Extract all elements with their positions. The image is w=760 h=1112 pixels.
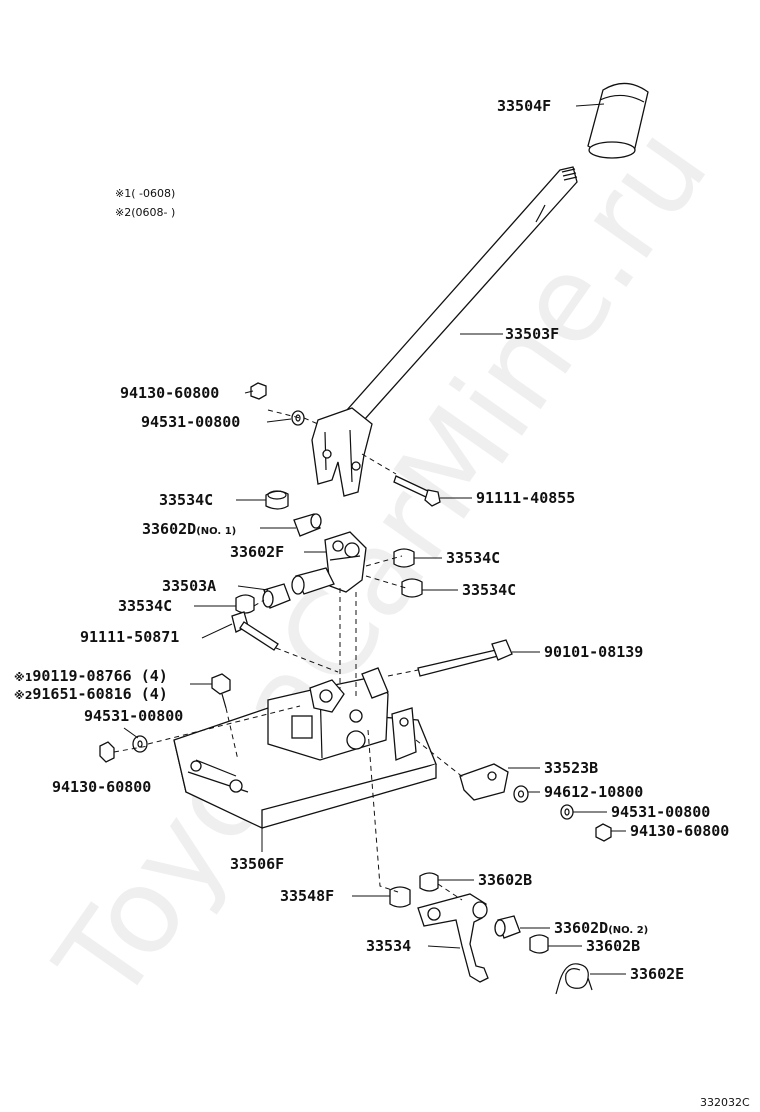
pin-33548f-drawing bbox=[389, 886, 411, 908]
label-33534[interactable]: 33534 bbox=[366, 937, 411, 955]
washer-94531-right-drawing bbox=[560, 804, 574, 820]
note-2-mark: ※2 bbox=[115, 206, 131, 219]
label-94130-60800-top[interactable]: 94130-60800 bbox=[120, 384, 219, 402]
bushing-33602d-no2-drawing bbox=[494, 915, 521, 939]
note-2-text: (0608- ) bbox=[131, 206, 175, 219]
watermark-text: ToyotaCarMine.ru bbox=[29, 102, 734, 1026]
nut-94130-left-drawing bbox=[99, 741, 115, 763]
label-91651-60816[interactable]: ※291651-60816 (4) bbox=[14, 685, 168, 703]
bolt-90101-08139-drawing bbox=[417, 639, 513, 677]
figure-code: 332032C bbox=[700, 1096, 750, 1109]
label-94531-00800-left[interactable]: 94531-00800 bbox=[84, 707, 183, 725]
label-33534c-3[interactable]: 33534C bbox=[462, 581, 516, 599]
bolt-91111-40855-drawing bbox=[393, 475, 441, 507]
label-33503f[interactable]: 33503F bbox=[505, 325, 559, 343]
variant-notes: ※1( -0608) ※2(0608- ) bbox=[115, 187, 175, 219]
label-33548f[interactable]: 33548F bbox=[280, 887, 334, 905]
label-33602f[interactable]: 33602F bbox=[230, 543, 284, 561]
note-1-mark: ※1 bbox=[115, 187, 131, 200]
pin-33503a-drawing bbox=[291, 567, 335, 595]
label-33504f[interactable]: 33504F bbox=[497, 97, 551, 115]
label-33602d-no1[interactable]: 33602D(NO. 1) bbox=[142, 520, 236, 538]
shift-lever-drawing bbox=[311, 166, 578, 497]
bushing-33602d-no1-drawing bbox=[293, 513, 322, 537]
label-90119-code: 90119-08766 (4) bbox=[32, 667, 167, 685]
nut-94130-top-drawing bbox=[250, 382, 267, 400]
svg-text:※2(0608- ): ※2(0608- ) bbox=[115, 206, 175, 219]
label-94531-00800-right[interactable]: 94531-00800 bbox=[611, 803, 710, 821]
label-33602b-2[interactable]: 33602B bbox=[586, 937, 640, 955]
label-91111-40855[interactable]: 91111-40855 bbox=[476, 489, 575, 507]
svg-text:※1( -0608): ※1( -0608) bbox=[115, 187, 175, 200]
washer-94612-drawing bbox=[513, 785, 529, 803]
bushing-33534c-3-drawing bbox=[401, 578, 423, 598]
label-91651-code: 91651-60816 (4) bbox=[32, 685, 167, 703]
label-33602b-1[interactable]: 33602B bbox=[478, 871, 532, 889]
label-94130-60800-left[interactable]: 94130-60800 bbox=[52, 778, 151, 796]
label-33602e[interactable]: 33602E bbox=[630, 965, 684, 983]
spring-33602e-drawing bbox=[555, 963, 593, 995]
label-90119-08766[interactable]: ※190119-08766 (4) bbox=[14, 667, 168, 685]
label-33602d-no1-sub: (NO. 1) bbox=[196, 526, 236, 537]
label-91111-50871[interactable]: 91111-50871 bbox=[80, 628, 179, 646]
assembly-lines bbox=[113, 409, 465, 901]
label-33602d-no2[interactable]: 33602D(NO. 2) bbox=[554, 919, 648, 937]
selector-lever-33534-drawing bbox=[417, 893, 489, 983]
bushing-33534c-4-drawing bbox=[235, 594, 255, 614]
note-1-text: ( -0608) bbox=[131, 187, 175, 200]
shift-knob-drawing bbox=[587, 82, 649, 159]
label-33534c-2[interactable]: 33534C bbox=[446, 549, 500, 567]
bushing-33534c-2-drawing bbox=[393, 548, 415, 568]
label-33523b[interactable]: 33523B bbox=[544, 759, 598, 777]
label-33534c-4[interactable]: 33534C bbox=[118, 597, 172, 615]
label-33506f[interactable]: 33506F bbox=[230, 855, 284, 873]
label-94130-60800-right[interactable]: 94130-60800 bbox=[630, 822, 729, 840]
bushing-33602b-2-drawing bbox=[529, 934, 549, 954]
label-33602d-no2-code: 33602D bbox=[554, 919, 608, 937]
label-33534c-1[interactable]: 33534C bbox=[159, 491, 213, 509]
label-33503a[interactable]: 33503A bbox=[162, 577, 216, 595]
washer-94531-left-drawing bbox=[132, 735, 148, 753]
label-90101-08139[interactable]: 90101-08139 bbox=[544, 643, 643, 661]
label-90119-mark: ※1 bbox=[14, 671, 32, 684]
bolt-90119-91651-drawing bbox=[211, 673, 231, 709]
bushing-33534c-1-drawing bbox=[265, 490, 289, 510]
bracket-33602f-drawing bbox=[324, 531, 367, 593]
part-labels: 33504F 33503F 94130-60800 94531-00800 91… bbox=[14, 97, 729, 983]
bolt-91111-50871-drawing bbox=[231, 611, 279, 651]
label-33602d-no1-code: 33602D bbox=[142, 520, 196, 538]
housing-33506f-drawing bbox=[173, 667, 437, 830]
label-94612-10800[interactable]: 94612-10800 bbox=[544, 783, 643, 801]
leader-lines bbox=[123, 103, 626, 975]
bushing-33602b-1-drawing bbox=[419, 872, 439, 892]
label-33602d-no2-sub: (NO. 2) bbox=[608, 925, 648, 936]
label-94531-00800-top[interactable]: 94531-00800 bbox=[141, 413, 240, 431]
label-91651-mark: ※2 bbox=[14, 689, 32, 702]
cover-33523b-drawing bbox=[459, 763, 509, 801]
bushing-33503a-extra-drawing bbox=[262, 583, 291, 609]
nut-94130-right-drawing bbox=[595, 823, 612, 842]
